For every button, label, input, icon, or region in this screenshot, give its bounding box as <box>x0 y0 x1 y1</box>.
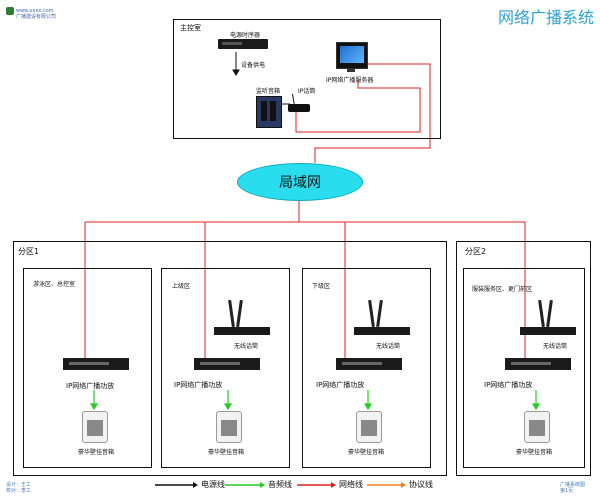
footer-right-line1: 广播系统图 <box>560 482 586 488</box>
control-room-box <box>173 19 441 139</box>
area3-speaker <box>356 411 382 443</box>
power-sequencer-device <box>218 39 268 49</box>
area1-speaker <box>82 411 108 443</box>
zone2-box <box>456 241 591 476</box>
ip-mic-device <box>288 104 310 112</box>
area3-wireless-label: 无线话筒 <box>376 343 401 350</box>
area3-speaker-label: 豪华壁挂音箱 <box>348 449 385 456</box>
area3-label: 下级区 <box>312 283 331 290</box>
zone1-box <box>13 241 447 476</box>
legend-power-label: 电源线 <box>201 480 225 489</box>
control-room-label: 主控室 <box>180 24 201 32</box>
area1-speaker-label: 豪华壁挂音箱 <box>78 449 115 456</box>
area3-box <box>302 268 431 468</box>
area3-wireless-mic <box>354 327 410 335</box>
area1-amplifier <box>63 358 129 370</box>
area4-label: 服装服务区、更门前区 <box>472 286 533 293</box>
area2-label: 上级区 <box>172 283 191 290</box>
area4-speaker <box>524 411 550 443</box>
network-line-server <box>314 63 431 163</box>
zone1-label: 分区1 <box>18 247 40 256</box>
logo-line2: 广播建设有限公司 <box>16 14 57 20</box>
area1-box <box>23 268 152 468</box>
logo-line1: www.xxxx.com <box>16 8 54 14</box>
area2-amplifier-label: IP网络广播功放 <box>174 381 223 389</box>
ip-mic-label: IP话筒 <box>298 88 316 95</box>
power-sequencer-label: 电源时序器 <box>230 32 261 39</box>
area4-box <box>463 268 585 468</box>
area4-wireless-mic <box>520 327 576 335</box>
footer-left-line2: 校对：李工 <box>6 488 32 494</box>
power-supply-label: 设备供电 <box>241 62 266 69</box>
diagram-title: 网络广播系统 <box>497 8 594 27</box>
server-stand <box>347 68 355 72</box>
footer-right-line2: 第1页 <box>560 488 574 494</box>
logo-text: www.xxxx.com 广播建设有限公司 <box>16 8 56 20</box>
monitor-speaker-device <box>256 96 282 128</box>
footer-right: 广播系统图 第1页 <box>560 482 585 494</box>
area2-wireless-label: 无线话筒 <box>234 343 259 350</box>
legend-protocol-label: 协议线 <box>409 480 433 489</box>
area2-amplifier <box>194 358 260 370</box>
area3-amplifier <box>336 358 402 370</box>
area2-speaker <box>216 411 242 443</box>
network-line-mic <box>295 80 421 133</box>
lan-label: 局域网 <box>279 175 321 191</box>
lan-cloud: 局域网 <box>237 163 363 201</box>
area4-amplifier-label: IP网络广播功放 <box>484 381 533 389</box>
area1-label: 游泳区、总控室 <box>33 281 76 288</box>
area3-amplifier-label: IP网络广播功放 <box>316 381 365 389</box>
area2-wireless-mic <box>214 327 270 335</box>
footer-left-line1: 设计：王工 <box>6 482 32 488</box>
footer-left: 设计：王工 校对：李工 <box>6 482 31 494</box>
server-label: IP网络广播服务器 <box>326 77 374 84</box>
legend-network-label: 网络线 <box>339 480 363 489</box>
legend-audio-label: 音频线 <box>268 480 292 489</box>
power-arrow <box>232 69 240 76</box>
server-screen <box>340 46 364 63</box>
area1-amplifier-label: IP网络广播功放 <box>66 382 115 390</box>
area4-amplifier <box>505 358 571 370</box>
server-monitor <box>336 42 368 69</box>
area4-speaker-label: 豪华壁挂音箱 <box>516 449 553 456</box>
area2-speaker-label: 豪华壁挂音箱 <box>208 449 245 456</box>
logo-mark <box>6 7 14 15</box>
area4-wireless-label: 无线话筒 <box>543 343 568 350</box>
zone2-label: 分区2 <box>465 247 487 256</box>
monitor-speaker-label: 监听音箱 <box>256 88 281 95</box>
area2-box <box>161 268 290 468</box>
